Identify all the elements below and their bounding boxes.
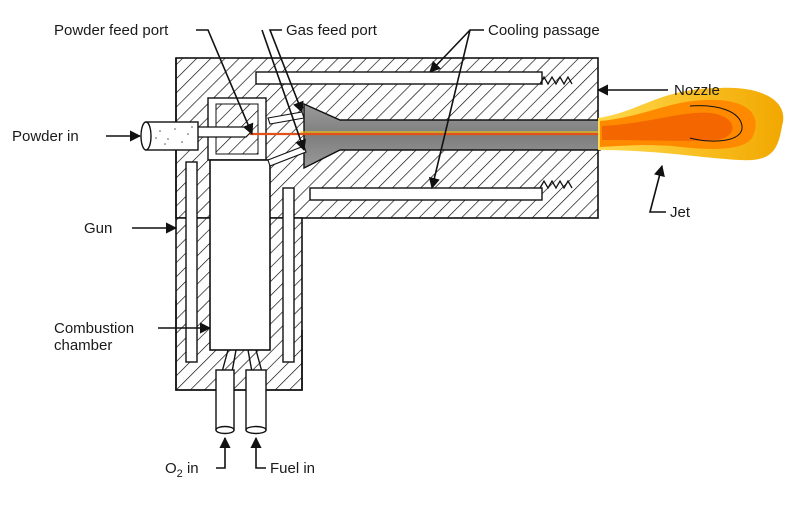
powder-injector <box>195 126 253 138</box>
label-o2-suffix: in <box>183 460 199 477</box>
label-fuel-in: Fuel in <box>270 460 315 477</box>
label-nozzle: Nozzle <box>674 82 720 99</box>
nozzle-threads-bottom <box>539 179 573 190</box>
cooling-passage-lower <box>309 187 543 201</box>
fuel-inlet-pipe <box>245 369 267 435</box>
label-cooling-passage: Cooling passage <box>488 22 600 39</box>
label-o2-in: O2 in <box>165 460 199 480</box>
leader-lines <box>106 29 668 469</box>
label-combustion-line1: Combustion <box>54 320 134 337</box>
cooling-passage-upper <box>255 71 543 85</box>
label-gun: Gun <box>84 220 112 237</box>
label-powder-feed-port: Powder feed port <box>54 22 169 39</box>
label-jet: Jet <box>670 204 691 221</box>
cooling-passage-handle-left <box>185 161 198 363</box>
cooling-passage-handle-right <box>282 187 295 363</box>
label-powder-in: Powder in <box>12 128 79 145</box>
label-o2-subscript: 2 <box>177 468 183 480</box>
fuel-lines <box>221 349 263 373</box>
o2-inlet-pipe <box>215 369 235 435</box>
flame-jet <box>598 87 784 161</box>
label-o2-prefix: O <box>165 460 177 477</box>
powder-inlet-pipe <box>140 121 199 151</box>
label-combustion-line2: chamber <box>54 337 112 354</box>
label-combustion-chamber: Combustion chamber <box>54 320 138 354</box>
nozzle-threads-top <box>539 75 573 86</box>
combustion-chamber <box>209 159 271 351</box>
label-gas-feed-port: Gas feed port <box>286 22 378 39</box>
